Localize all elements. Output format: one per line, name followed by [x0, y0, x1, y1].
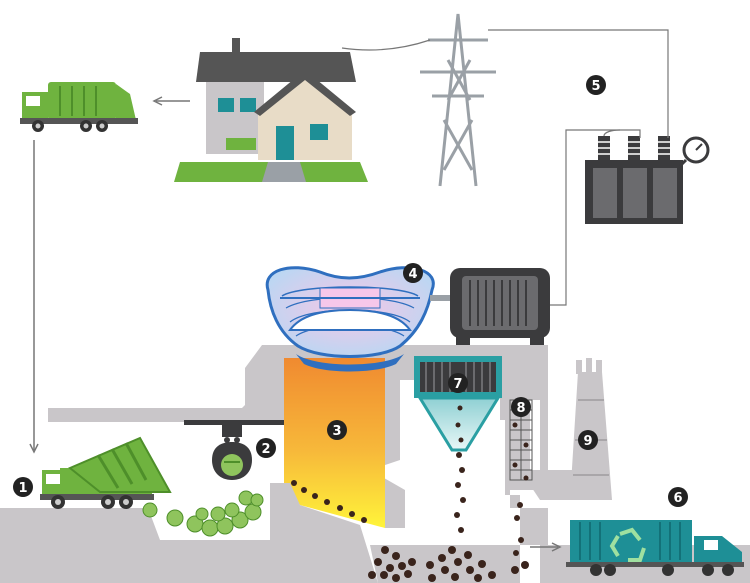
pressure-gauge-icon	[678, 136, 710, 168]
generator	[450, 268, 550, 345]
power-pylon-icon	[420, 13, 496, 187]
transformer-icon	[585, 136, 683, 224]
svg-text:7: 7	[453, 377, 462, 392]
filter-hopper	[414, 356, 502, 452]
marker-1: 1	[13, 477, 33, 497]
marker-3: 3	[327, 420, 347, 440]
marker-8: 8	[511, 397, 531, 417]
marker-6: 6	[668, 487, 688, 507]
house-icon	[174, 38, 368, 182]
grid-ash	[512, 422, 529, 481]
svg-text:4: 4	[408, 267, 417, 282]
marker-5: 5	[586, 75, 606, 95]
ash-pile	[368, 546, 529, 582]
ash-transport-truck	[566, 520, 744, 576]
steam-turbine	[265, 266, 458, 372]
flow-arrows	[29, 96, 562, 552]
svg-text:6: 6	[673, 491, 682, 506]
svg-text:5: 5	[591, 79, 600, 94]
furnace	[284, 358, 385, 528]
svg-text:9: 9	[583, 434, 592, 449]
marker-9: 9	[578, 430, 598, 450]
marker-2: 2	[256, 438, 276, 458]
trash-bag-icon	[142, 490, 264, 537]
power-lines	[341, 29, 669, 306]
marker-7: 7	[448, 373, 468, 393]
garbage-truck-icon	[20, 82, 138, 132]
marker-4: 4	[403, 263, 423, 283]
svg-text:8: 8	[516, 401, 525, 416]
ash-particles	[291, 452, 524, 556]
svg-text:1: 1	[18, 481, 27, 496]
chimney-stack	[570, 358, 612, 500]
waste-grab-crane	[184, 420, 284, 480]
svg-text:3: 3	[332, 424, 341, 439]
dump-truck-icon	[40, 436, 172, 509]
recycle-icon	[609, 527, 646, 562]
svg-text:2: 2	[261, 442, 270, 457]
